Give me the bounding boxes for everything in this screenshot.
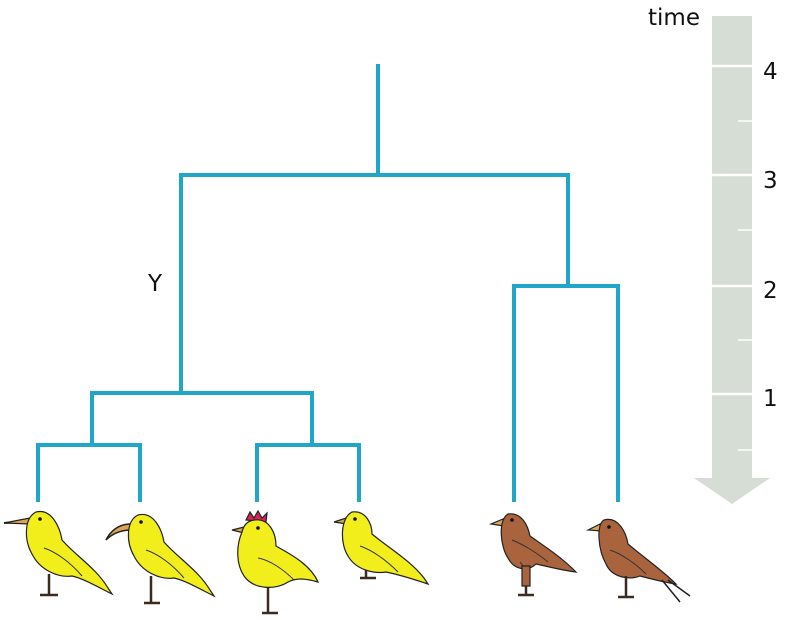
brown-bird-forked-tail-icon xyxy=(585,518,691,603)
time-arrow-ticks xyxy=(712,64,762,451)
long-beak-yellow-bird-icon xyxy=(3,510,114,597)
time-tick-label-4: 4 xyxy=(763,59,778,85)
brown-bird-feathered-legs-icon xyxy=(488,513,578,597)
time-arrow: time 4 3 2 1 xyxy=(648,5,778,504)
curved-beak-yellow-bird-icon xyxy=(105,513,216,605)
time-tick-label-3: 3 xyxy=(763,168,778,194)
node-label-y: Y xyxy=(147,271,163,297)
time-tick-label-1: 1 xyxy=(763,386,778,412)
crested-yellow-bird-icon xyxy=(231,509,320,615)
time-axis-title: time xyxy=(648,5,700,31)
small-yellow-bird-icon xyxy=(333,511,430,586)
phylogenetic-tree xyxy=(36,64,620,502)
time-arrow-shape xyxy=(694,16,770,504)
time-tick-label-2: 2 xyxy=(763,278,778,304)
